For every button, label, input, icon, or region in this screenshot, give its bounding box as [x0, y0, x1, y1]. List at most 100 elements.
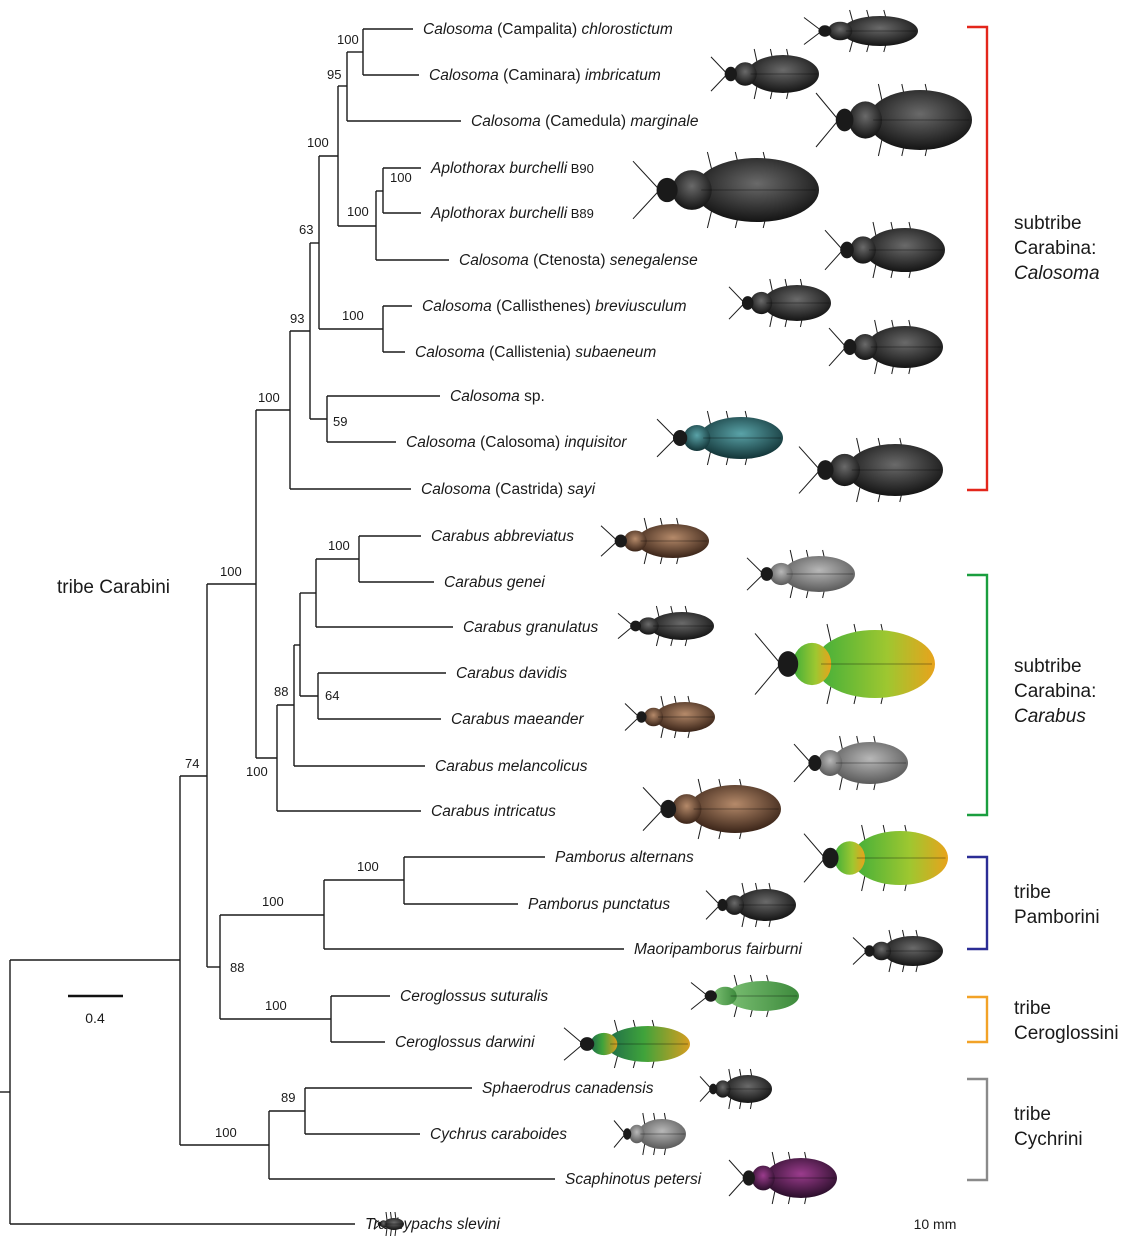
taxon-label-cychrus-caraboides: Cychrus caraboides — [430, 1126, 567, 1143]
taxon-epithet: sayi — [563, 481, 595, 498]
taxon-name-part: Calosoma — [450, 388, 520, 405]
bootstrap-support-value: 100 — [357, 859, 379, 874]
beetle-specimen-photo — [794, 736, 908, 790]
taxon-name-part: Calosoma — [406, 434, 480, 451]
bootstrap-support-value: 100 — [337, 32, 359, 47]
taxon-subgenus: Caminara — [508, 67, 576, 84]
taxon-name-part: Calosoma — [471, 113, 545, 130]
taxon-specimen-code: B90 — [567, 161, 594, 176]
bootstrap-support-value: 89 — [281, 1090, 295, 1105]
beetle-specimen-photo — [804, 825, 948, 891]
clade-label-line: tribe — [1014, 998, 1051, 1019]
taxon-label-pamborus-alternans: Pamborus alternans — [555, 849, 694, 866]
taxon-label-carabus-abbreviatus: Carabus abbreviatus — [431, 528, 574, 545]
beetle-specimen-photo — [657, 411, 783, 465]
bracket-line — [967, 1079, 987, 1180]
bootstrap-support-value: 93 — [290, 311, 304, 326]
beetle-specimen-photo — [755, 624, 935, 704]
clade-bracket-subtribe-carabina-calosoma: subtribeCarabina:Calosoma — [967, 27, 1100, 490]
taxon-name-part: Scaphinotus petersi — [565, 1171, 702, 1188]
taxon-label-calosoma-caminara-imbricatum: Calosoma (Caminara) imbricatum — [429, 67, 661, 84]
clade-label-line: subtribe — [1014, 213, 1082, 234]
taxon-epithet: senegalense — [605, 252, 698, 269]
bootstrap-support-value: 88 — [274, 684, 288, 699]
beetle-specimen-photo — [633, 152, 819, 228]
bracket-line — [967, 575, 987, 815]
clade-label-genus: Calosoma — [1014, 263, 1100, 284]
taxon-subgenus: Ctenosta — [538, 252, 600, 269]
taxon-label-aplothorax-burchelli-b90: Aplothorax burchelli B90 — [430, 160, 594, 177]
taxon-name-part: Cychrus caraboides — [430, 1126, 567, 1143]
taxon-name-part: Calosoma — [459, 252, 533, 269]
beetle-specimen-photo — [618, 606, 714, 646]
clade-label-line: Pamborini — [1014, 907, 1100, 928]
taxon-label-aplothorax-burchelli-b89: Aplothorax burchelli B89 — [430, 205, 594, 222]
taxon-name-part: Calosoma — [429, 67, 503, 84]
bracket-line — [967, 997, 987, 1042]
beetle-specimen-photo — [564, 1020, 690, 1068]
taxon-label-carabus-melancolicus: Carabus melancolicus — [435, 758, 588, 775]
bootstrap-support-value: 100 — [265, 998, 287, 1013]
taxon-name-part: Pamborus punctatus — [528, 896, 670, 913]
bootstrap-support-value: 88 — [230, 960, 244, 975]
taxon-name-part: Pamborus alternans — [555, 849, 694, 866]
taxon-name-part: Ceroglossus suturalis — [400, 988, 548, 1005]
bootstrap-support-value: 100 — [220, 564, 242, 579]
taxon-label-calosoma-callistenia-subaeneum: Calosoma (Callistenia) subaeneum — [415, 344, 656, 361]
bootstrap-support-value: 100 — [246, 764, 268, 779]
beetle-specimen-photo — [853, 930, 943, 972]
taxon-label-maoripamborus-fairburni: Maoripamborus fairburni — [634, 941, 803, 958]
taxon-name-part: Carabus granulatus — [463, 619, 599, 636]
taxon-epithet: breviusculum — [591, 298, 687, 315]
beetle-specimen-photo — [816, 84, 972, 156]
tribe-carabini-label: tribe Carabini — [57, 577, 170, 598]
taxon-label-calosoma-camedula-marginale: Calosoma (Camedula) marginale — [471, 113, 699, 130]
beetle-specimen-photo — [601, 518, 709, 564]
taxon-subgenus: Calosoma — [485, 434, 555, 451]
beetle-specimen-photo — [691, 975, 799, 1017]
bootstrap-support-value: 74 — [185, 756, 199, 771]
taxon-label-calosoma-castrida-sayi: Calosoma (Castrida) sayi — [421, 481, 596, 498]
beetle-specimen-photo — [825, 222, 945, 278]
taxon-subgenus: Camedula — [550, 113, 621, 130]
beetle-specimen-photo — [829, 320, 943, 374]
taxon-name-part: Aplothorax burchelli — [430, 160, 568, 177]
beetle-specimen-photo — [729, 279, 831, 327]
taxon-name-part: Aplothorax burchelli — [430, 205, 568, 222]
taxon-label-carabus-davidis: Carabus davidis — [456, 665, 567, 682]
taxon-name-part: Carabus davidis — [456, 665, 567, 682]
taxon-label-calosoma-ctenosta-senegalense: Calosoma (Ctenosta) senegalense — [459, 252, 698, 269]
taxon-label-scaphinotus-petersi: Scaphinotus petersi — [565, 1171, 702, 1188]
clade-label-line: tribe — [1014, 1104, 1051, 1125]
clade-label-genus: Carabus — [1014, 706, 1086, 727]
size-scale-label: 10 mm — [914, 1216, 957, 1232]
taxon-subgenus: Callistenia — [494, 344, 566, 361]
taxon-epithet: chlorostictum — [577, 21, 673, 38]
taxon-label-carabus-genei: Carabus genei — [444, 574, 545, 591]
taxon-name-part: Ceroglossus darwini — [395, 1034, 535, 1051]
taxon-name-part: Carabus intricatus — [431, 803, 556, 820]
clade-bracket-tribe-pamborini: tribePamborini — [967, 857, 1100, 949]
taxon-label-carabus-maeander: Carabus maeander — [451, 711, 585, 728]
beetle-specimen-photo — [706, 883, 796, 927]
taxon-label-sphaerodrus-canadensis: Sphaerodrus canadensis — [482, 1080, 654, 1097]
taxon-label-carabus-granulatus: Carabus granulatus — [463, 619, 599, 636]
beetle-specimen-photo — [804, 10, 918, 52]
taxon-subgenus: Campalita — [502, 21, 572, 38]
taxon-epithet: imbricatum — [581, 67, 661, 84]
bootstrap-support-value: 100 — [262, 894, 284, 909]
beetle-specimen-photo — [747, 550, 855, 598]
taxon-label-calosoma-calosoma-inquisitor: Calosoma (Calosoma) inquisitor — [406, 434, 627, 451]
clade-label-line: Cychrini — [1014, 1129, 1083, 1150]
taxon-label-carabus-intricatus: Carabus intricatus — [431, 803, 556, 820]
taxon-name-part: Carabus maeander — [451, 711, 585, 728]
taxon-name-part: Sphaerodrus canadensis — [482, 1080, 654, 1097]
clade-label-line: subtribe — [1014, 656, 1082, 677]
bootstrap-support-value: 100 — [342, 308, 364, 323]
taxon-label-ceroglossus-suturalis: Ceroglossus suturalis — [400, 988, 548, 1005]
